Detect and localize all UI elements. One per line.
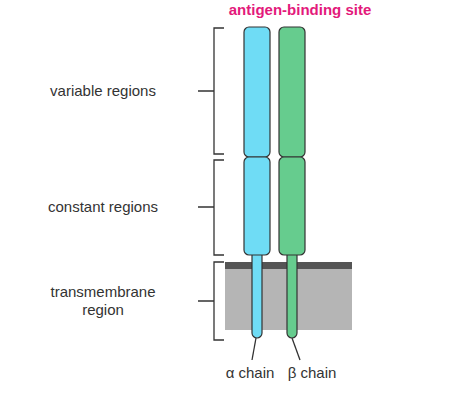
site-label: antigen-binding site — [180, 1, 420, 19]
alpha-variable-domain — [244, 27, 270, 157]
variable-bracket — [198, 28, 224, 154]
beta-constant-domain — [279, 157, 305, 255]
constant-bracket — [198, 160, 224, 255]
beta-leader-line — [292, 338, 300, 360]
alpha-constant-domain — [244, 157, 270, 255]
region-label: transmembrane region — [43, 283, 163, 319]
alpha-transmembrane-segment — [252, 250, 262, 338]
chain-label: β chain — [272, 364, 352, 382]
region-label: variable regions — [13, 82, 193, 100]
alpha-leader-line — [252, 338, 256, 360]
region-label: constant regions — [13, 198, 193, 216]
beta-transmembrane-segment — [287, 250, 297, 338]
beta-variable-domain — [279, 27, 305, 157]
transmembrane-bracket — [198, 262, 224, 340]
chain-label: α chain — [210, 364, 290, 382]
